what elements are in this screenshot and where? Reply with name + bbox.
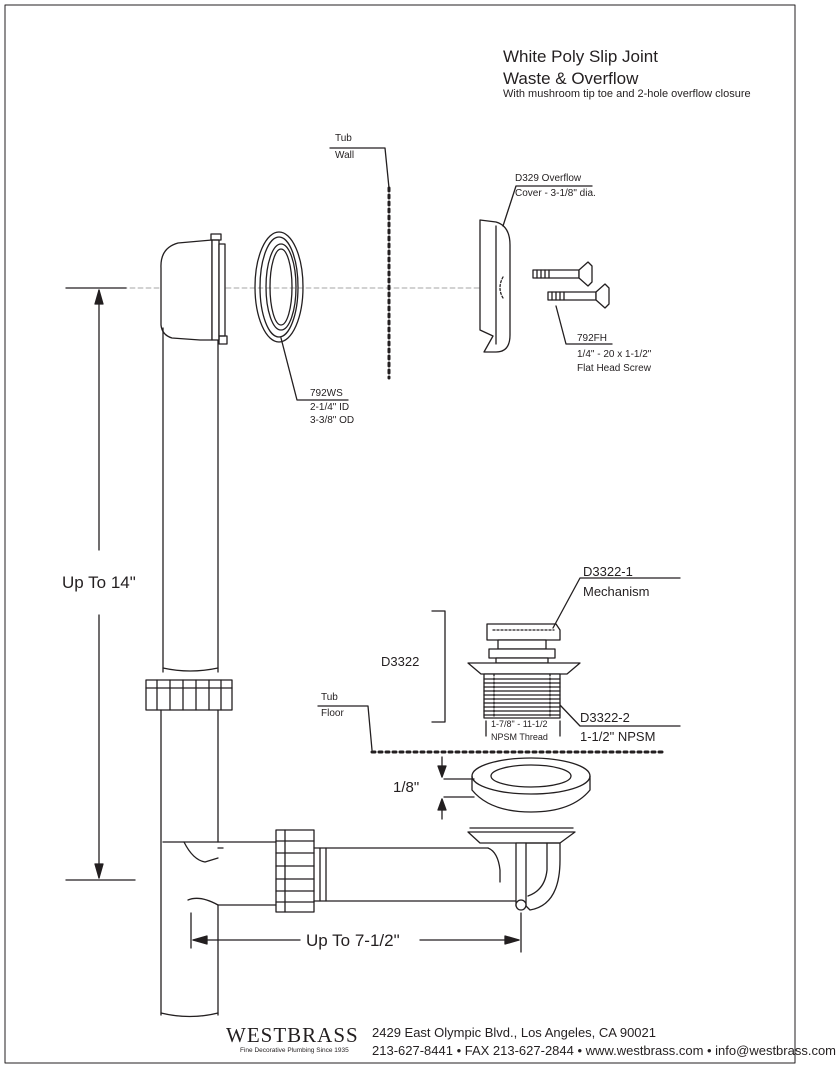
overflow-cover-d329 — [479, 219, 511, 353]
screw-upper — [532, 261, 593, 287]
thread-label-1: 1-7/8" - 11-1/2 — [491, 719, 548, 729]
title-line-1: White Poly Slip Joint — [503, 47, 658, 66]
waste-tee — [160, 709, 277, 1018]
spec-sheet: White Poly Slip Joint Waste & Overflow W… — [4, 4, 836, 1064]
thread-dimension — [485, 720, 561, 737]
overflow-cover-label-2: Cover - 3-1/8" dia. — [515, 188, 596, 199]
washer-label-2: 2-1/4" ID — [310, 402, 350, 413]
screw-label-2: 1/4" - 20 x 1-1/2" — [577, 349, 652, 360]
overflow-cover-leader — [502, 185, 593, 227]
company-address: 2429 East Olympic Blvd., Los Angeles, CA… — [372, 1025, 657, 1040]
body-d3322-2 — [467, 662, 581, 719]
mechanism-d3322-1 — [486, 623, 561, 664]
thread-label-2: NPSM Thread — [491, 732, 548, 742]
overflow-pipe — [160, 239, 219, 673]
tub-floor-leader — [317, 705, 373, 751]
body-leader — [559, 704, 681, 727]
body-label-1: D3322-2 — [580, 710, 630, 725]
brand-logo: WESTBRASS — [226, 1023, 359, 1047]
slip-nut-vertical — [145, 679, 233, 711]
tub-wall-label-1: Tub — [335, 133, 352, 144]
width-dimension-label: Up To 7-1/2" — [306, 931, 400, 950]
page-border — [4, 4, 796, 1064]
screw-label-1: 792FH — [577, 333, 608, 344]
tub-wall-leader — [329, 147, 390, 189]
body-label-2: 1-1/2" NPSM — [580, 729, 656, 744]
company-contact: 213-627-8441 • FAX 213-627-2844 • www.we… — [372, 1043, 836, 1058]
mechanism-label-1: D3322-1 — [583, 564, 633, 579]
washer-label-3: 3-3/8" OD — [310, 415, 355, 426]
subtitle: With mushroom tip toe and 2-hole overflo… — [503, 88, 751, 100]
tub-wall-label-2: Wall — [335, 150, 355, 161]
washer-leader — [280, 337, 349, 401]
screw-label-3: Flat Head Screw — [577, 363, 651, 374]
mechanism-label-2: Mechanism — [583, 584, 650, 599]
waste-shoe — [313, 827, 576, 911]
overflow-cover-label-1: D329 Overflow — [515, 173, 582, 184]
title-line-2: Waste & Overflow — [503, 69, 639, 88]
washer-label-1: 792WS — [310, 388, 343, 399]
screw-lower — [547, 283, 610, 309]
screw-leader — [555, 305, 613, 345]
assembly-bracket — [431, 610, 446, 723]
assembly-label: D3322 — [381, 654, 420, 669]
brand-tagline: Fine Decorative Plumbing Since 1935 — [240, 1047, 349, 1054]
height-dimension-label: Up To 14" — [62, 573, 136, 592]
washer-792ws — [254, 231, 304, 343]
overflow-flange — [210, 233, 228, 345]
slip-nut-horizontal — [275, 829, 315, 913]
mechanism-leader — [552, 577, 681, 629]
gasket — [471, 757, 591, 813]
technical-drawing — [4, 4, 796, 1064]
tub-floor-label-1: Tub — [321, 692, 338, 703]
width-dimension — [190, 912, 522, 953]
tub-floor-label-2: Floor — [321, 708, 344, 719]
gasket-dimension — [437, 756, 475, 820]
gasket-dimension-label: 1/8" — [393, 779, 420, 796]
height-dimension — [65, 287, 136, 881]
